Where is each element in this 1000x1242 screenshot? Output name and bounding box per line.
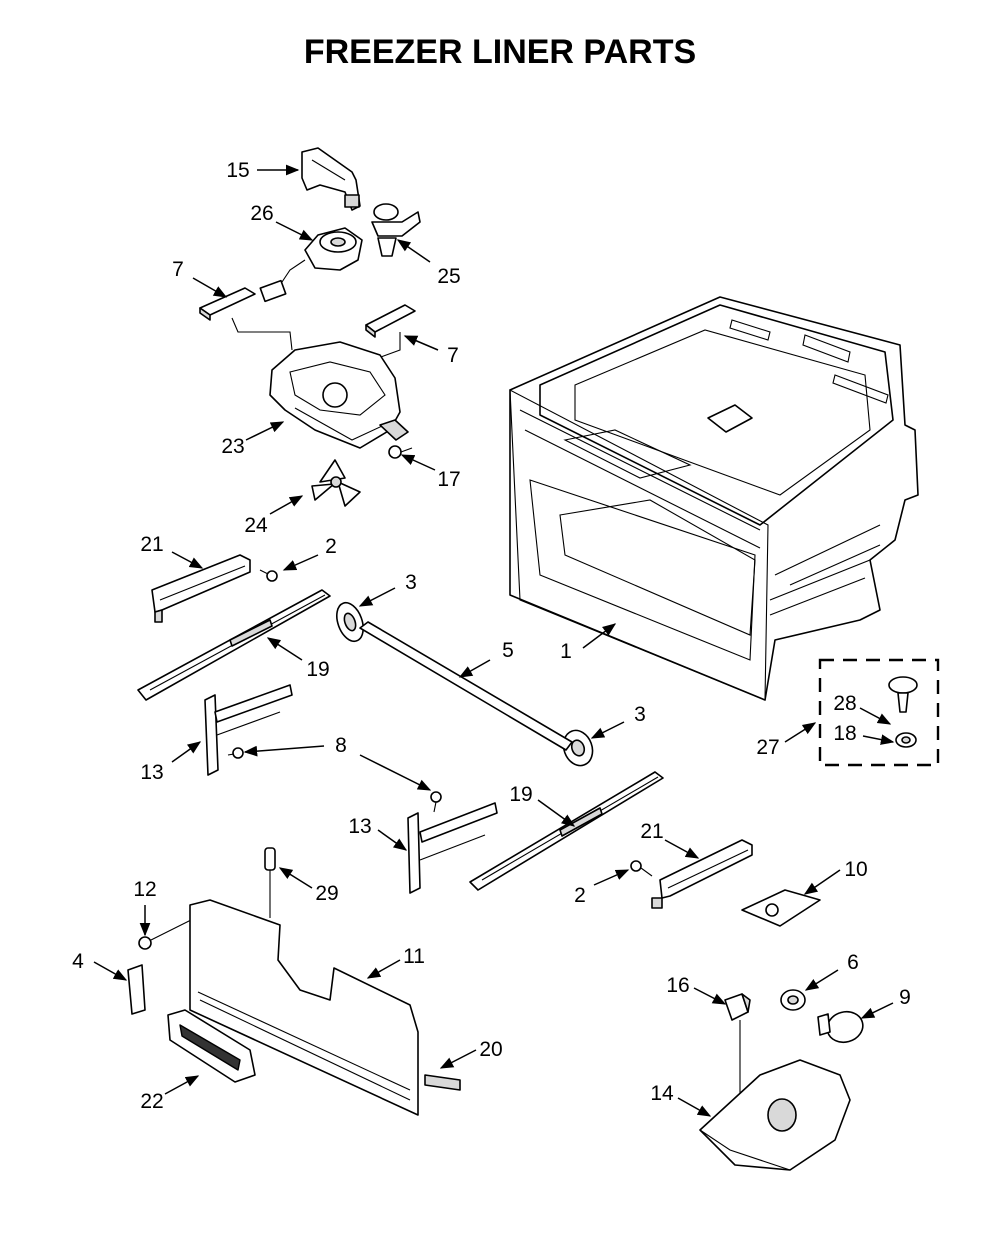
- callout-2-upper: 2: [325, 535, 337, 558]
- leader-lines: [93, 164, 895, 1117]
- part-screw-12: [138, 917, 196, 950]
- callout-8: 8: [335, 734, 347, 757]
- part-panel-11: [189, 899, 461, 1116]
- callout-10: 10: [844, 858, 867, 881]
- callout-15: 15: [226, 159, 249, 182]
- part-clip-25: [371, 203, 421, 257]
- callout-5: 5: [502, 639, 514, 662]
- part-foam-pad-right: [365, 304, 416, 338]
- callout-7-left: 7: [172, 258, 184, 281]
- kit-27-outline: [818, 658, 940, 767]
- callout-23: 23: [221, 435, 244, 458]
- part-slide-rail-upper: [137, 589, 331, 701]
- callout-labels: 15 26 25 7 7 23 17 24 21 2 3 19 5 1 3 13…: [72, 159, 911, 1113]
- part-screw-8-right: [430, 791, 442, 813]
- part-gear-upper: [336, 601, 364, 643]
- part-screw-28: [888, 676, 918, 713]
- part-slide-rail-lower: [469, 771, 664, 891]
- part-parts-bag: [741, 889, 821, 927]
- callout-19-upper: 19: [306, 658, 329, 681]
- part-screw-8-left: [227, 747, 244, 759]
- part-screw-2-upper: [259, 569, 278, 582]
- callout-3-upper: 3: [405, 571, 417, 594]
- callout-16: 16: [666, 974, 689, 997]
- part-gear-lower: [562, 729, 594, 767]
- callout-17: 17: [437, 468, 460, 491]
- part-slide-bracket-right: [651, 839, 753, 909]
- callout-6: 6: [847, 951, 859, 974]
- callout-11: 11: [403, 945, 425, 968]
- part-shaft: [359, 621, 573, 751]
- part-freezer-liner: [509, 296, 919, 701]
- callout-18: 18: [833, 722, 856, 745]
- callout-3-lower: 3: [634, 703, 646, 726]
- callout-26: 26: [250, 202, 273, 225]
- part-screw-17: [388, 445, 413, 459]
- part-foam-pad-left: [199, 287, 256, 321]
- callout-4: 4: [72, 950, 84, 973]
- part-lamp-holder: [780, 989, 806, 1011]
- part-pin-29: [264, 847, 276, 918]
- callout-27: 27: [756, 736, 779, 759]
- callout-21-left: 21: [140, 533, 163, 556]
- callout-22: 22: [140, 1090, 163, 1113]
- part-bracket-13-center: [407, 802, 498, 894]
- callout-2-lower: 2: [574, 884, 586, 907]
- callout-20: 20: [479, 1038, 502, 1061]
- part-fan-blade: [311, 459, 361, 507]
- part-vent-cover: [167, 1009, 256, 1083]
- part-slide-bracket-left: [151, 554, 251, 623]
- callout-19-lower: 19: [509, 783, 532, 806]
- part-bracket-13-left: [204, 684, 293, 776]
- part-bracket-15: [301, 147, 361, 211]
- part-washer-18: [895, 732, 917, 748]
- callout-9: 9: [899, 986, 911, 1009]
- callout-25: 25: [437, 265, 460, 288]
- callout-13-left: 13: [140, 761, 163, 784]
- part-fan-motor: [259, 227, 363, 303]
- part-screw-2-lower: [630, 860, 653, 877]
- part-light-housing: [699, 1059, 851, 1171]
- callout-12: 12: [133, 878, 156, 901]
- callout-24: 24: [244, 514, 268, 537]
- callout-28: 28: [833, 692, 856, 715]
- callout-29: 29: [315, 882, 338, 905]
- callout-7-right: 7: [447, 344, 459, 367]
- page-title: FREEZER LINER PARTS: [304, 33, 696, 71]
- callout-21-right: 21: [640, 820, 663, 843]
- callout-13-center: 13: [348, 815, 371, 838]
- part-clip-4: [127, 964, 146, 1015]
- callout-1: 1: [560, 640, 572, 663]
- part-fan-housing: [269, 341, 409, 449]
- callout-14: 14: [650, 1082, 674, 1105]
- part-light-bulb: [817, 1010, 864, 1044]
